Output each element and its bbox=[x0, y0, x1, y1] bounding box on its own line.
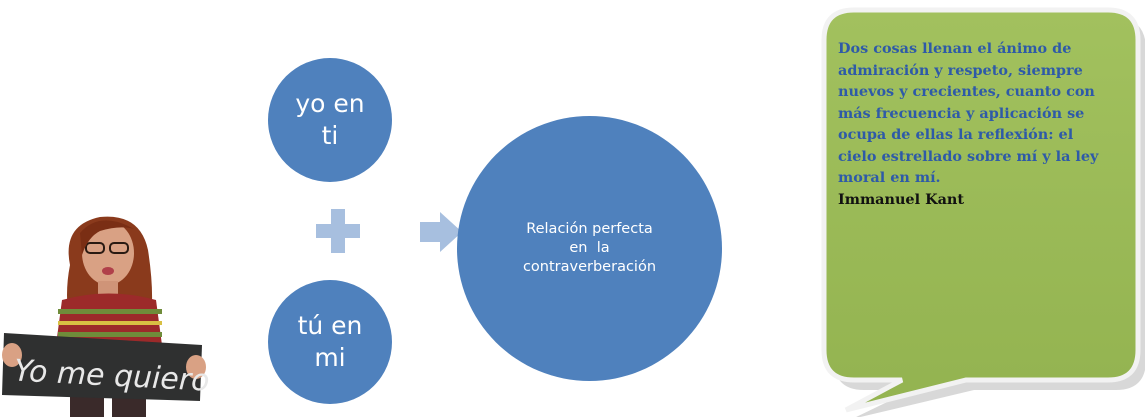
woman-holding-sign-photo: Yo me quiero bbox=[2, 216, 210, 417]
quote-author: Immanuel Kant bbox=[838, 190, 965, 208]
circle-relacion-perfecta: Relación perfecta en la contraverberació… bbox=[457, 116, 722, 381]
circle-bottom-line2: mi bbox=[314, 343, 346, 372]
result-line1: Relación perfecta bbox=[526, 221, 653, 237]
plus-icon bbox=[316, 209, 360, 253]
quote-text-block: Dos cosas llenan el ánimo de admiración … bbox=[838, 38, 1110, 210]
circle-yo-en-ti: yo en ti bbox=[268, 58, 392, 182]
circle-top-line1: yo en bbox=[295, 89, 365, 118]
result-line3: contraverberación bbox=[522, 259, 657, 275]
result-line2: en la bbox=[569, 240, 610, 256]
quote-text: Dos cosas llenan el ánimo de admiración … bbox=[838, 40, 1099, 186]
circle-bottom-line1: tú en bbox=[297, 311, 363, 340]
arrow-right-icon bbox=[420, 212, 462, 252]
circle-top-line2: ti bbox=[321, 121, 339, 150]
circle-tu-en-mi: tú en mi bbox=[268, 280, 392, 404]
